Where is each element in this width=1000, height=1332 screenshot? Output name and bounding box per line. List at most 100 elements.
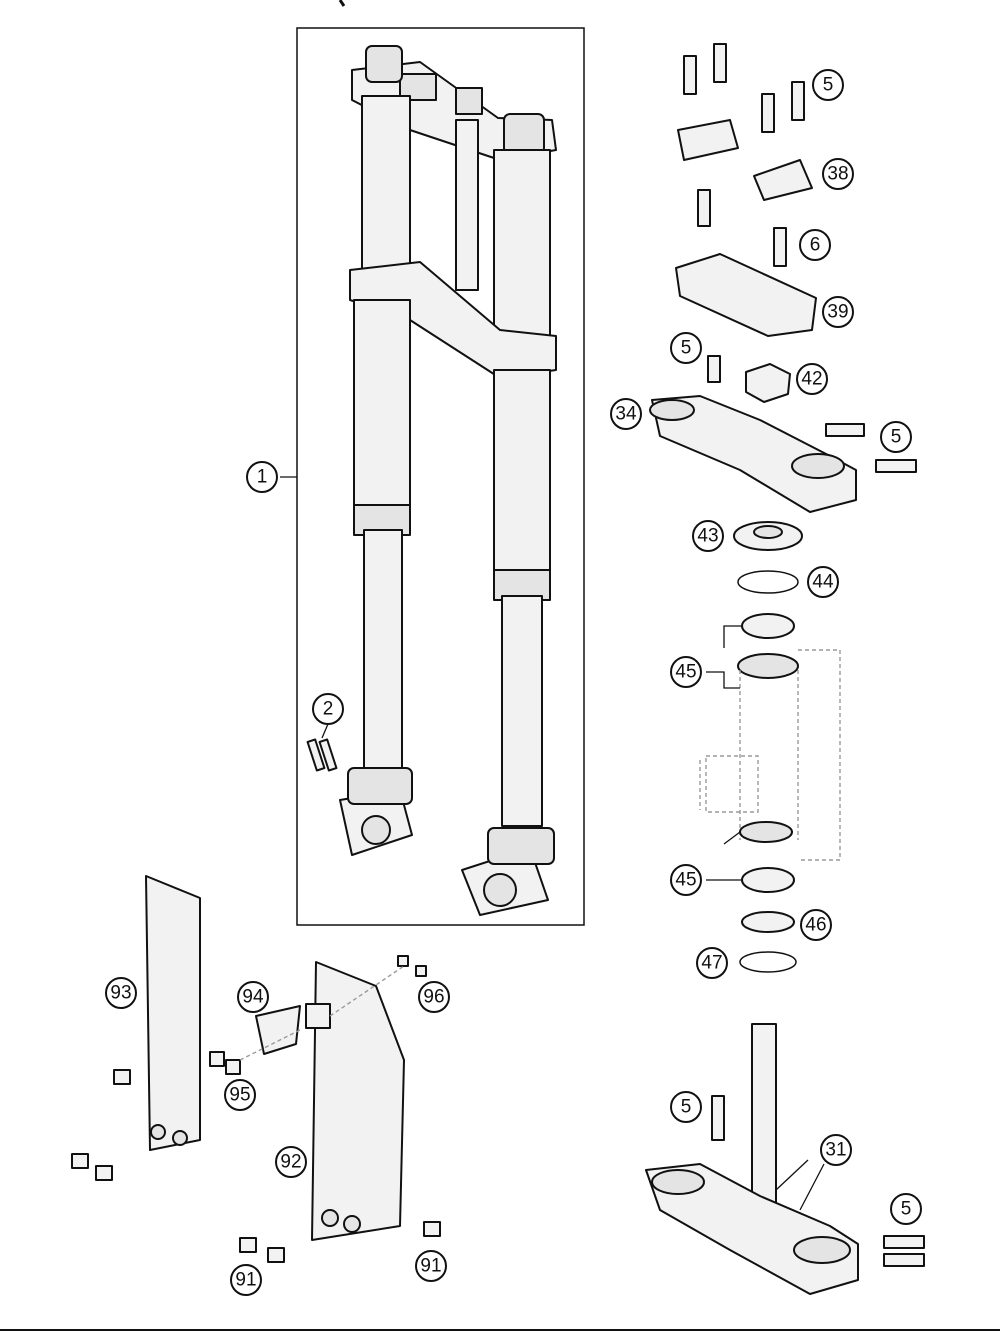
right-axle-hole	[483, 873, 517, 907]
screw-5-stem	[711, 1095, 725, 1141]
handlebar-clamp-right	[753, 159, 813, 201]
svg-text:45: 45	[675, 662, 696, 683]
callout-39: 39	[822, 296, 854, 328]
screw-5-lower-a	[883, 1235, 925, 1249]
callout-92: 92	[275, 1146, 307, 1178]
callout-42: 42	[796, 363, 828, 395]
svg-text:1: 1	[257, 467, 268, 488]
clamp-31-right-bore	[793, 1236, 851, 1264]
left-fork-cap	[365, 45, 403, 83]
lower-bearing-race	[739, 821, 793, 843]
leader-45a	[723, 625, 742, 648]
left-fork-guard-93	[145, 875, 201, 1151]
svg-text:5: 5	[891, 427, 902, 448]
right-upper-tube	[493, 149, 551, 351]
leader-2	[321, 723, 329, 739]
svg-text:91: 91	[420, 1256, 441, 1277]
right-fork-guard-92	[311, 961, 405, 1241]
callout-5-side: 5	[880, 421, 912, 453]
nut-96b	[415, 965, 427, 977]
screw-5-upper	[707, 355, 721, 383]
upper-bearing-race	[737, 653, 799, 679]
bracket-screw-95a	[209, 1051, 225, 1067]
lower-bearing-45	[741, 867, 795, 893]
lower-bar-clamp	[675, 253, 817, 337]
steering-stem	[455, 119, 479, 291]
svg-text:42: 42	[801, 369, 822, 390]
callout-43: 43	[692, 520, 724, 552]
svg-text:93: 93	[110, 983, 131, 1004]
right-fork-cap	[503, 113, 545, 155]
left-inner-tube	[363, 529, 403, 771]
screw-5-side-b	[875, 459, 917, 473]
frame-head-ghost	[699, 649, 841, 861]
steering-stem-31	[751, 1023, 777, 1215]
callout-5-stem: 5	[670, 1091, 702, 1123]
svg-text:95: 95	[229, 1085, 250, 1106]
svg-text:94: 94	[242, 987, 264, 1008]
screw-5-lower-b	[883, 1253, 925, 1267]
callout-91-left: 91	[230, 1264, 262, 1296]
svg-text:2: 2	[323, 699, 334, 720]
stem-nut-42	[745, 363, 791, 403]
upper-bearing-45	[741, 613, 795, 639]
stem-nut	[455, 87, 483, 115]
callout-44: 44	[807, 566, 839, 598]
guard-screw-91b	[267, 1247, 285, 1263]
lower-triple-clamp-31	[645, 1163, 859, 1295]
svg-text:47: 47	[701, 953, 722, 974]
top-cut-mark	[338, 0, 346, 7]
guard-screw-93	[113, 1069, 131, 1085]
callout-94: 94	[237, 981, 269, 1013]
axle-clamp-screws	[306, 738, 338, 772]
right-inner-tube	[501, 595, 543, 827]
svg-text:5: 5	[681, 1097, 692, 1118]
svg-text:5: 5	[823, 75, 834, 96]
left-upper-tube	[361, 95, 411, 277]
svg-text:92: 92	[280, 1152, 301, 1173]
callout-5-top: 5	[812, 69, 844, 101]
svg-text:6: 6	[810, 235, 821, 256]
upper-triple-clamp-34	[651, 395, 857, 513]
callout-47: 47	[696, 947, 728, 979]
callout-6: 6	[799, 229, 831, 261]
svg-text:91: 91	[235, 1270, 256, 1291]
svg-text:96: 96	[423, 987, 444, 1008]
guard-screw-91a	[239, 1237, 257, 1253]
nut-96a	[397, 955, 409, 967]
svg-text:5: 5	[681, 338, 692, 359]
guard-screw-91c	[423, 1221, 441, 1237]
leader-31a	[775, 1159, 809, 1191]
svg-text:45: 45	[675, 870, 696, 891]
callout-31: 31	[820, 1134, 852, 1166]
svg-text:38: 38	[827, 164, 848, 185]
o-ring-44	[737, 570, 799, 594]
callout-34: 34	[610, 398, 642, 430]
callout-2: 2	[312, 693, 344, 725]
svg-text:5: 5	[901, 1199, 912, 1220]
callout-95: 95	[224, 1079, 256, 1111]
leader-31b	[799, 1163, 825, 1211]
left-axle-hole	[361, 815, 391, 845]
screw-6b	[773, 227, 787, 267]
right-lug-collar	[487, 827, 555, 865]
callout-91-right: 91	[415, 1250, 447, 1282]
front-fork-assembly	[339, 45, 557, 916]
callout-5-lower: 5	[890, 1193, 922, 1225]
svg-text:43: 43	[697, 526, 718, 547]
top-clamp-screws	[683, 43, 805, 133]
callout-45-lower: 45	[670, 864, 702, 896]
callout-96: 96	[418, 981, 450, 1013]
guard-bracket-94	[255, 1005, 301, 1055]
clamp-31-left-bore	[651, 1169, 705, 1195]
callout-93: 93	[105, 977, 137, 1009]
callout-5-nut: 5	[670, 332, 702, 364]
clamp-34-right-bore	[791, 453, 845, 479]
left-outer-tube	[353, 299, 411, 511]
screw-6a	[697, 189, 711, 227]
bracket-screw-95b	[225, 1059, 241, 1075]
svg-text:46: 46	[805, 915, 826, 936]
svg-text:44: 44	[812, 572, 834, 593]
